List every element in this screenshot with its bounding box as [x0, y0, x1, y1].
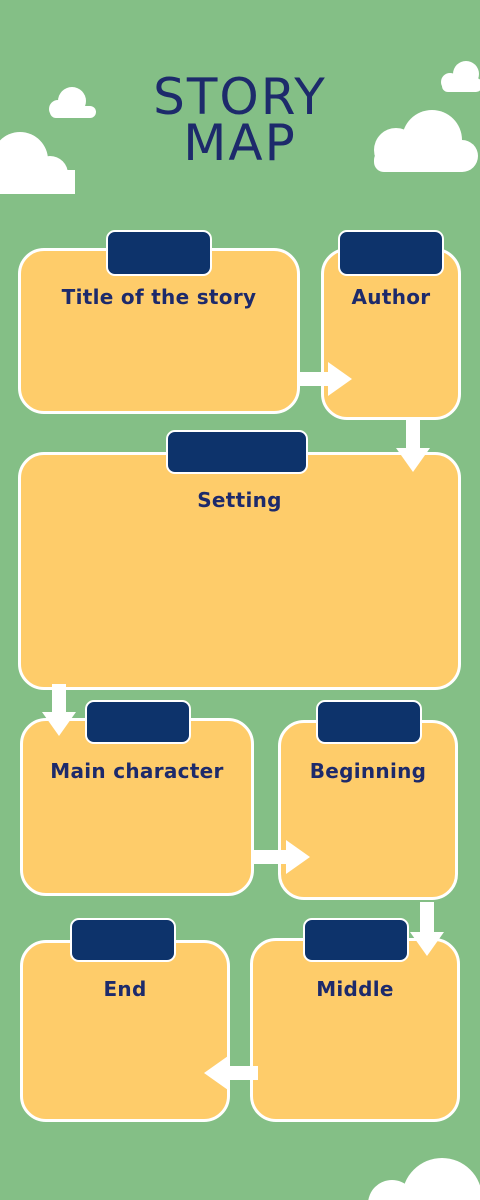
middle-label: Middle [316, 977, 394, 1001]
page-title: STORY MAP [0, 68, 480, 172]
title-line-1: STORY [153, 68, 327, 126]
arrow-left-icon [204, 1056, 258, 1090]
setting-tab [166, 430, 308, 474]
setting-box: Setting [18, 452, 461, 690]
cloud-icon [0, 132, 75, 194]
arrow-right-icon [254, 840, 310, 874]
end-box: End [20, 940, 230, 1122]
beginning-label: Beginning [309, 759, 427, 783]
main-character-box: Main character [20, 718, 254, 896]
arrow-right-icon [298, 362, 352, 396]
cloud-icon [374, 110, 478, 172]
main-character-label: Main character [50, 759, 224, 783]
title-of-story-tab [106, 230, 212, 276]
author-box: Author [321, 248, 461, 420]
arrow-down-icon [410, 902, 444, 956]
middle-tab [303, 918, 409, 962]
setting-label: Setting [197, 488, 282, 512]
title-line-2: MAP [183, 114, 297, 172]
end-tab [70, 918, 176, 962]
end-label: End [103, 977, 147, 1001]
middle-box: Middle [250, 938, 460, 1122]
arrow-down-icon [42, 684, 76, 736]
arrow-down-icon [396, 420, 430, 472]
title-of-story-label: Title of the story [61, 285, 257, 309]
main-character-tab [85, 700, 191, 744]
cloud-icon [368, 1158, 480, 1200]
beginning-box: Beginning [278, 720, 458, 900]
beginning-tab [316, 700, 422, 744]
author-label: Author [351, 285, 431, 309]
cloud-icon [441, 61, 480, 92]
author-tab [338, 230, 444, 276]
cloud-icon [49, 87, 96, 118]
